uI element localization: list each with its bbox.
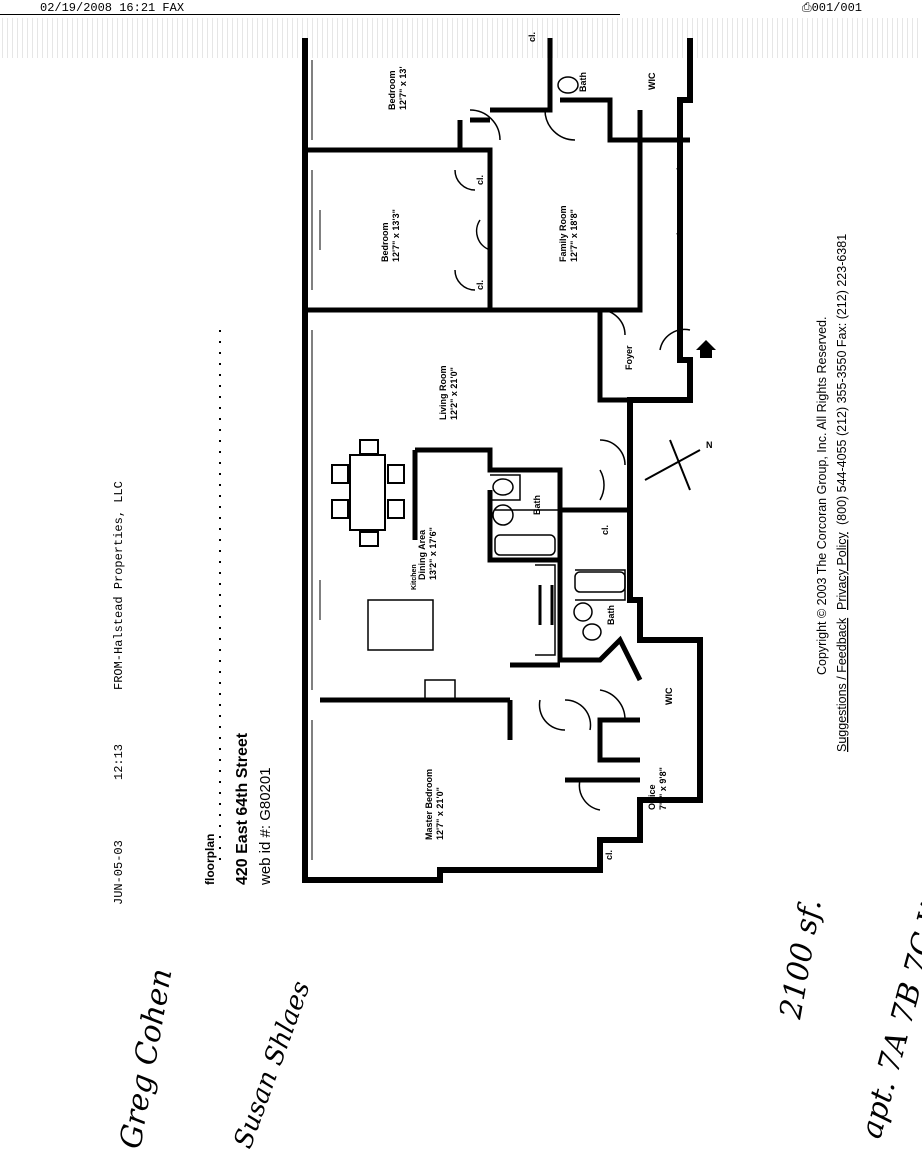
listing-web-id: web id #: G80201 xyxy=(257,767,274,886)
entry-arrow-icon xyxy=(696,340,716,358)
listing-address: 420 East 64th Street xyxy=(234,732,251,885)
closet-label: cl. xyxy=(475,280,485,290)
handwritten-area: 2100 sf. xyxy=(773,896,829,1022)
walls xyxy=(302,38,703,883)
room-master-size: 12'7" x 21'0" xyxy=(435,787,445,840)
scan-noise xyxy=(0,18,922,58)
room-foyer: Foyer xyxy=(624,345,634,370)
room-dining-size: 13'2" x 17'6" xyxy=(428,527,438,580)
closet-label: cl. xyxy=(600,525,610,535)
room-family-name: Family Room xyxy=(558,205,568,262)
closet-label: cl. xyxy=(675,230,685,240)
transmit-date: JUN-05-03 xyxy=(112,840,126,905)
handwritten-name-1: Greg Cohen xyxy=(113,966,179,1152)
closet-label: cl. xyxy=(475,175,485,185)
copyright-text: Copyright © 2003 The Corcoran Group, Inc… xyxy=(815,317,829,675)
fax-header: 02/19/2008 16:21 FAX ⎙001/001 xyxy=(0,0,922,16)
room-dining-name: Dining Area xyxy=(417,529,427,580)
room-bedroom-top-size: 12'7" x 13' xyxy=(398,66,408,110)
room-bedroom-size: 12'7" x 13'3" xyxy=(391,209,401,262)
room-wic-top: WIC xyxy=(647,72,657,90)
room-wic-bottom: WIC xyxy=(664,687,674,705)
room-office-size: 7'2" x 9'8" xyxy=(658,767,668,810)
transmit-time: 12:13 xyxy=(112,744,126,780)
room-office-name: Office xyxy=(647,784,657,810)
room-bedroom-top-name: Bedroom xyxy=(387,70,397,110)
floorplan-logo: floorplan xyxy=(203,834,217,885)
room-bath-2: Bath xyxy=(606,605,616,625)
handwritten-name-2: Susan Shlaes xyxy=(228,977,316,1152)
closet-label: cl. xyxy=(675,165,685,175)
room-kitchen-name: Kitchen xyxy=(411,564,418,590)
room-bath-1: Bath xyxy=(532,495,542,515)
privacy-policy-link[interactable]: Privacy Policy xyxy=(835,531,849,610)
room-master-name: Master Bedroom xyxy=(424,769,434,840)
room-bedroom-name: Bedroom xyxy=(380,222,390,262)
fax-rule xyxy=(0,14,620,15)
transmit-from: FROM-Halstead Properties, LLC xyxy=(112,481,126,690)
closet-label: cl. xyxy=(604,850,614,860)
feedback-link[interactable]: Suggestions / Feedback xyxy=(835,617,849,752)
room-family-size: 12'7" x 18'8" xyxy=(569,209,579,262)
handwritten-apartment: apt. 7A 7B 7C West xyxy=(854,848,922,1142)
phone-numbers: (800) 544-4055 (212) 355-3550 Fax: (212)… xyxy=(835,234,849,525)
fax-datetime: 02/19/2008 16:21 FAX xyxy=(40,1,185,15)
room-labels: Bedroom 12'7" x 13' Bedroom 12'7" x 13'3… xyxy=(380,32,713,860)
fax-page-count: ⎙001/001 xyxy=(801,1,862,15)
room-living-size: 12'2" x 21'0" xyxy=(449,367,459,420)
room-bath-3: Bath xyxy=(578,72,588,92)
compass-north: N xyxy=(706,440,713,450)
closet-label: cl. xyxy=(527,32,537,42)
room-living-name: Living Room xyxy=(438,366,448,421)
